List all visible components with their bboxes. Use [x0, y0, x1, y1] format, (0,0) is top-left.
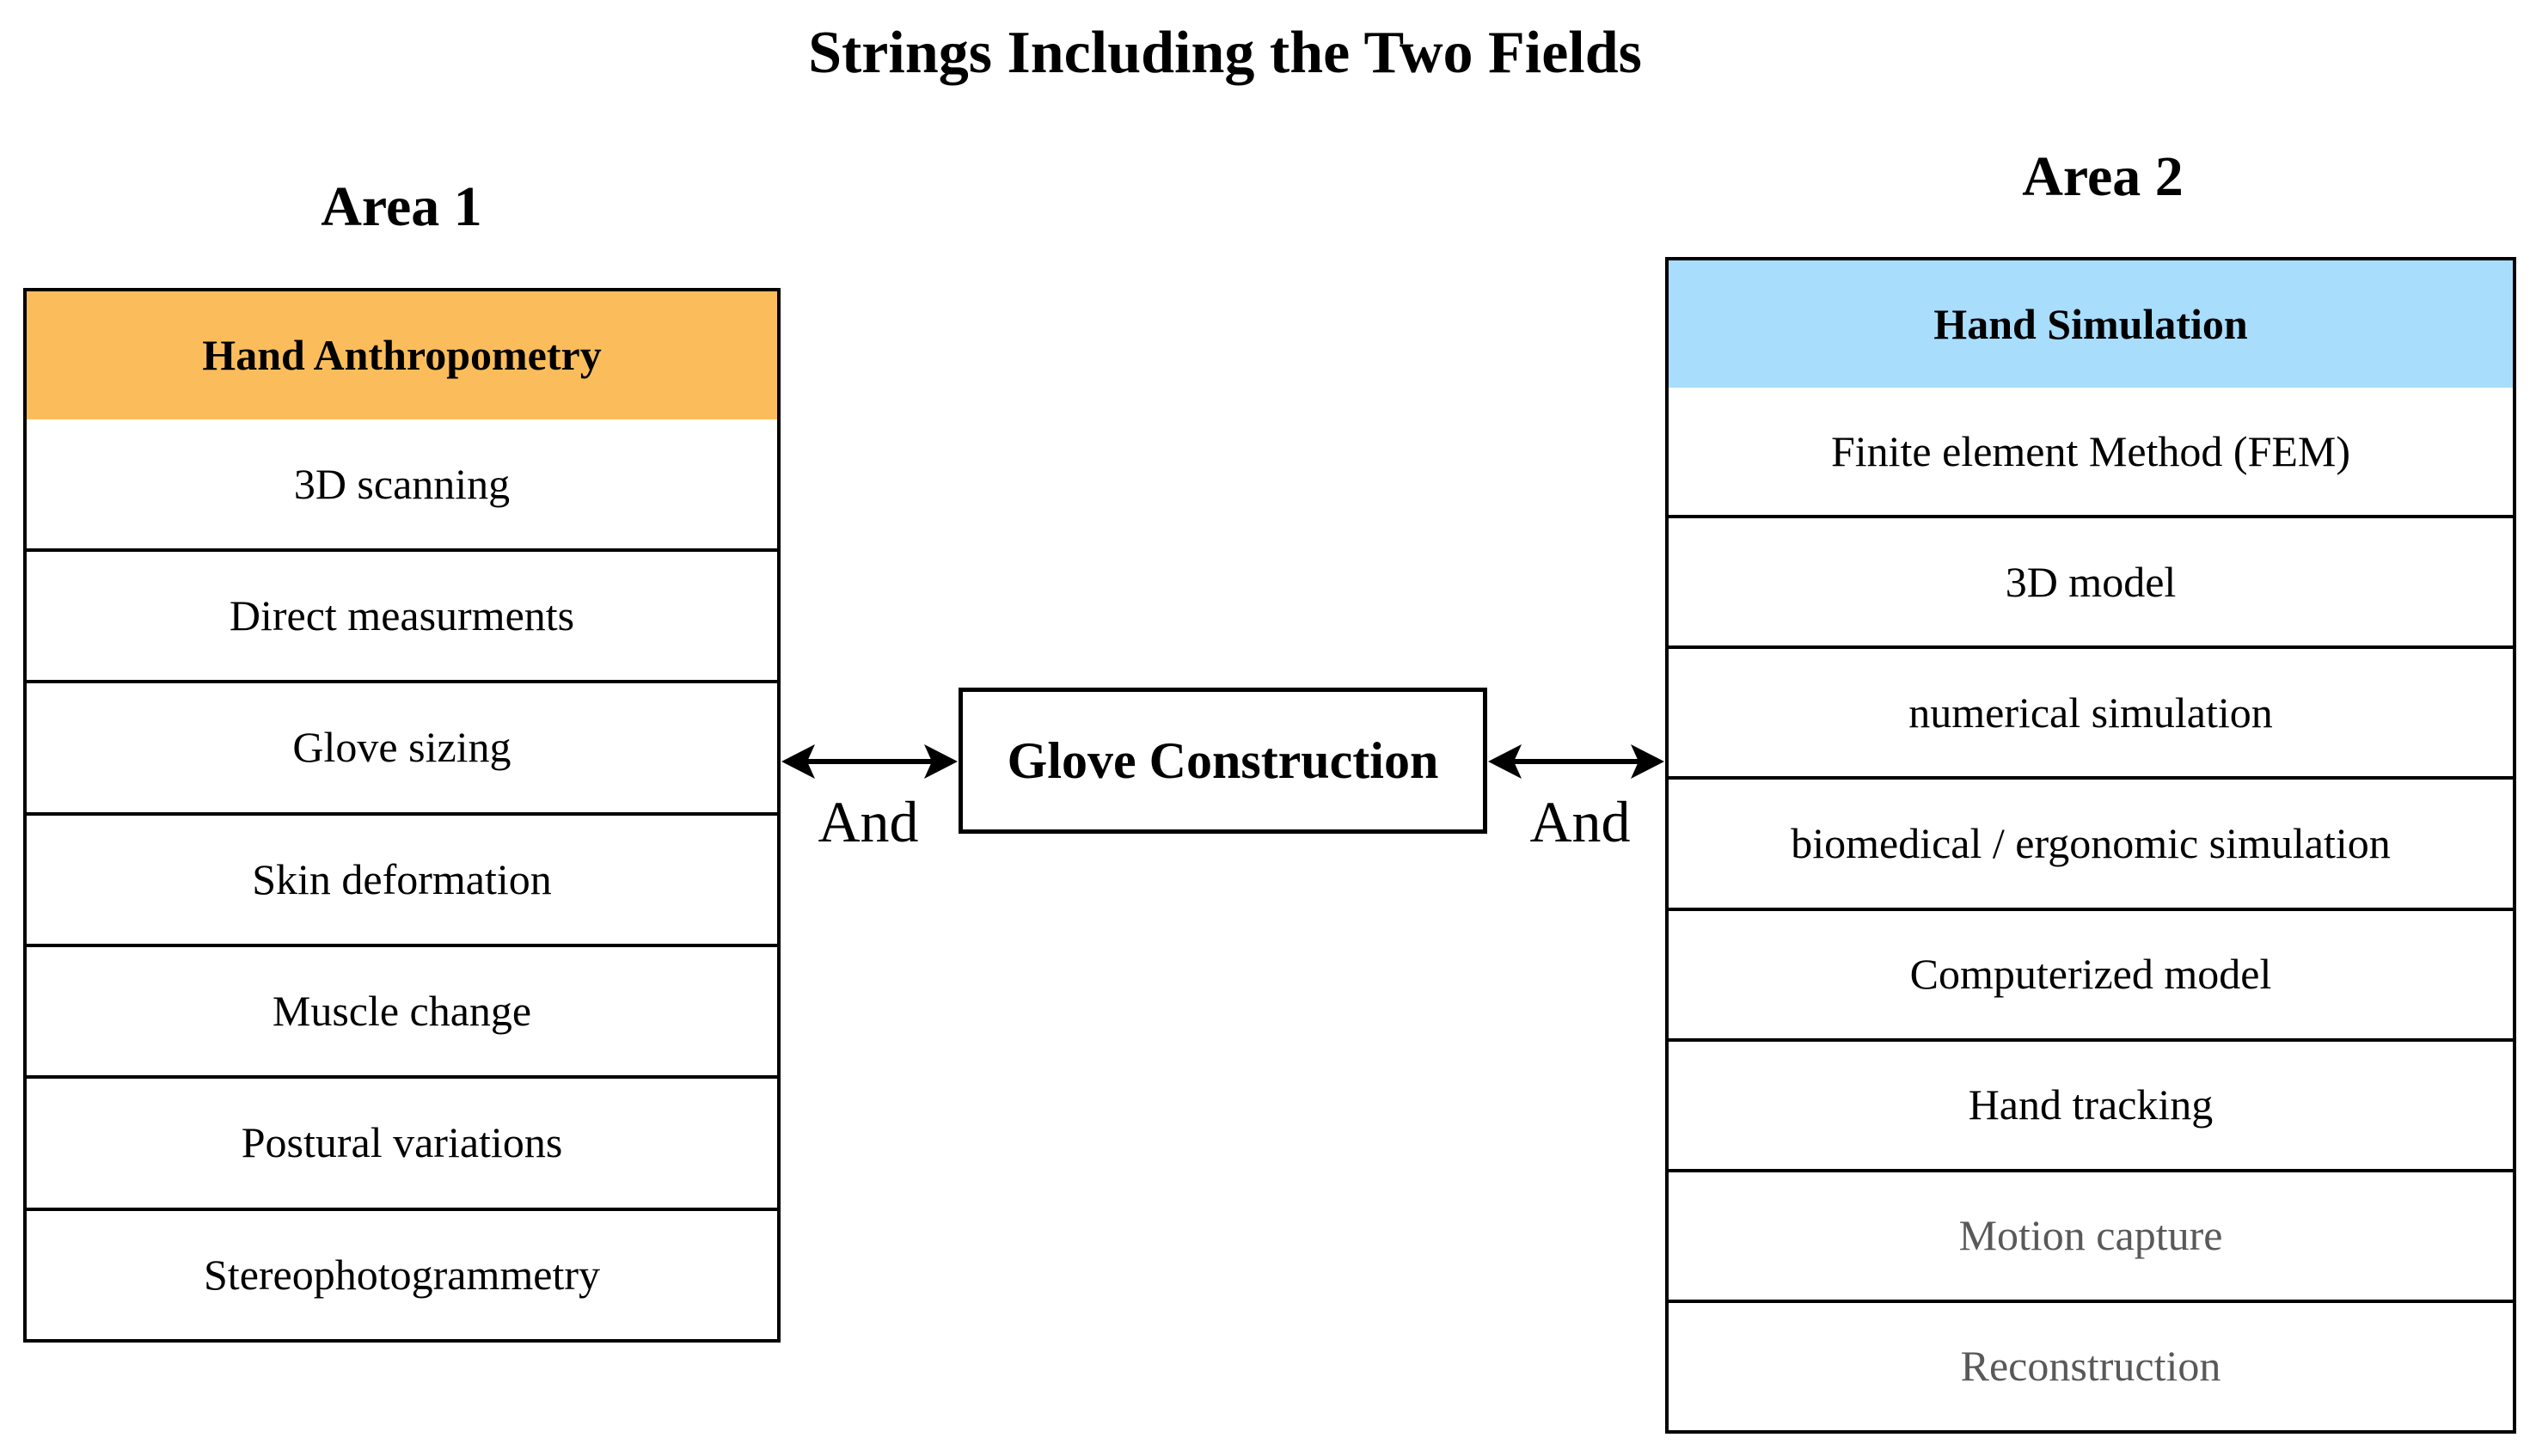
and-label-left: And: [818, 789, 919, 854]
table-row: Glove sizing: [27, 680, 777, 811]
table-row: 3D scanning: [293, 459, 511, 508]
table-row: Motion capture: [1669, 1168, 2513, 1300]
table-row: 3D model: [1669, 515, 2513, 645]
table-row: Muscle change: [27, 943, 777, 1075]
figure-title: Strings Including the Two Fields: [808, 20, 1642, 86]
area2-table: Hand Simulation Finite element Method (F…: [1665, 257, 2516, 1434]
table-row: Hand tracking: [1669, 1037, 2513, 1169]
area2-label: Area 2: [2022, 145, 2184, 208]
table-row: Skin deformation: [27, 811, 777, 944]
table-row: Finite element Method (FEM): [1830, 426, 2351, 475]
double-arrow-left-icon: [781, 744, 958, 779]
table-row: numerical simulation: [1669, 645, 2513, 776]
table-row: Reconstruction: [1669, 1299, 2513, 1430]
glove-construction-label: Glove Construction: [1007, 731, 1439, 789]
double-arrow-right-icon: [1488, 744, 1664, 779]
area1-table-header: Hand Anthropometry: [27, 291, 777, 420]
area1-label: Area 1: [321, 175, 482, 238]
table-row: Stereophotogrammetry: [27, 1207, 777, 1339]
glove-construction-box: Glove Construction: [959, 688, 1487, 834]
and-label-right: And: [1529, 789, 1631, 854]
table-row: Computerized model: [1669, 907, 2513, 1038]
area2-table-header: Hand Simulation: [1669, 260, 2513, 388]
table-row: Direct measurments: [27, 548, 777, 680]
table-row: biomedical / ergonomic simulation: [1669, 776, 2513, 907]
table-row: Postural variations: [27, 1075, 777, 1207]
